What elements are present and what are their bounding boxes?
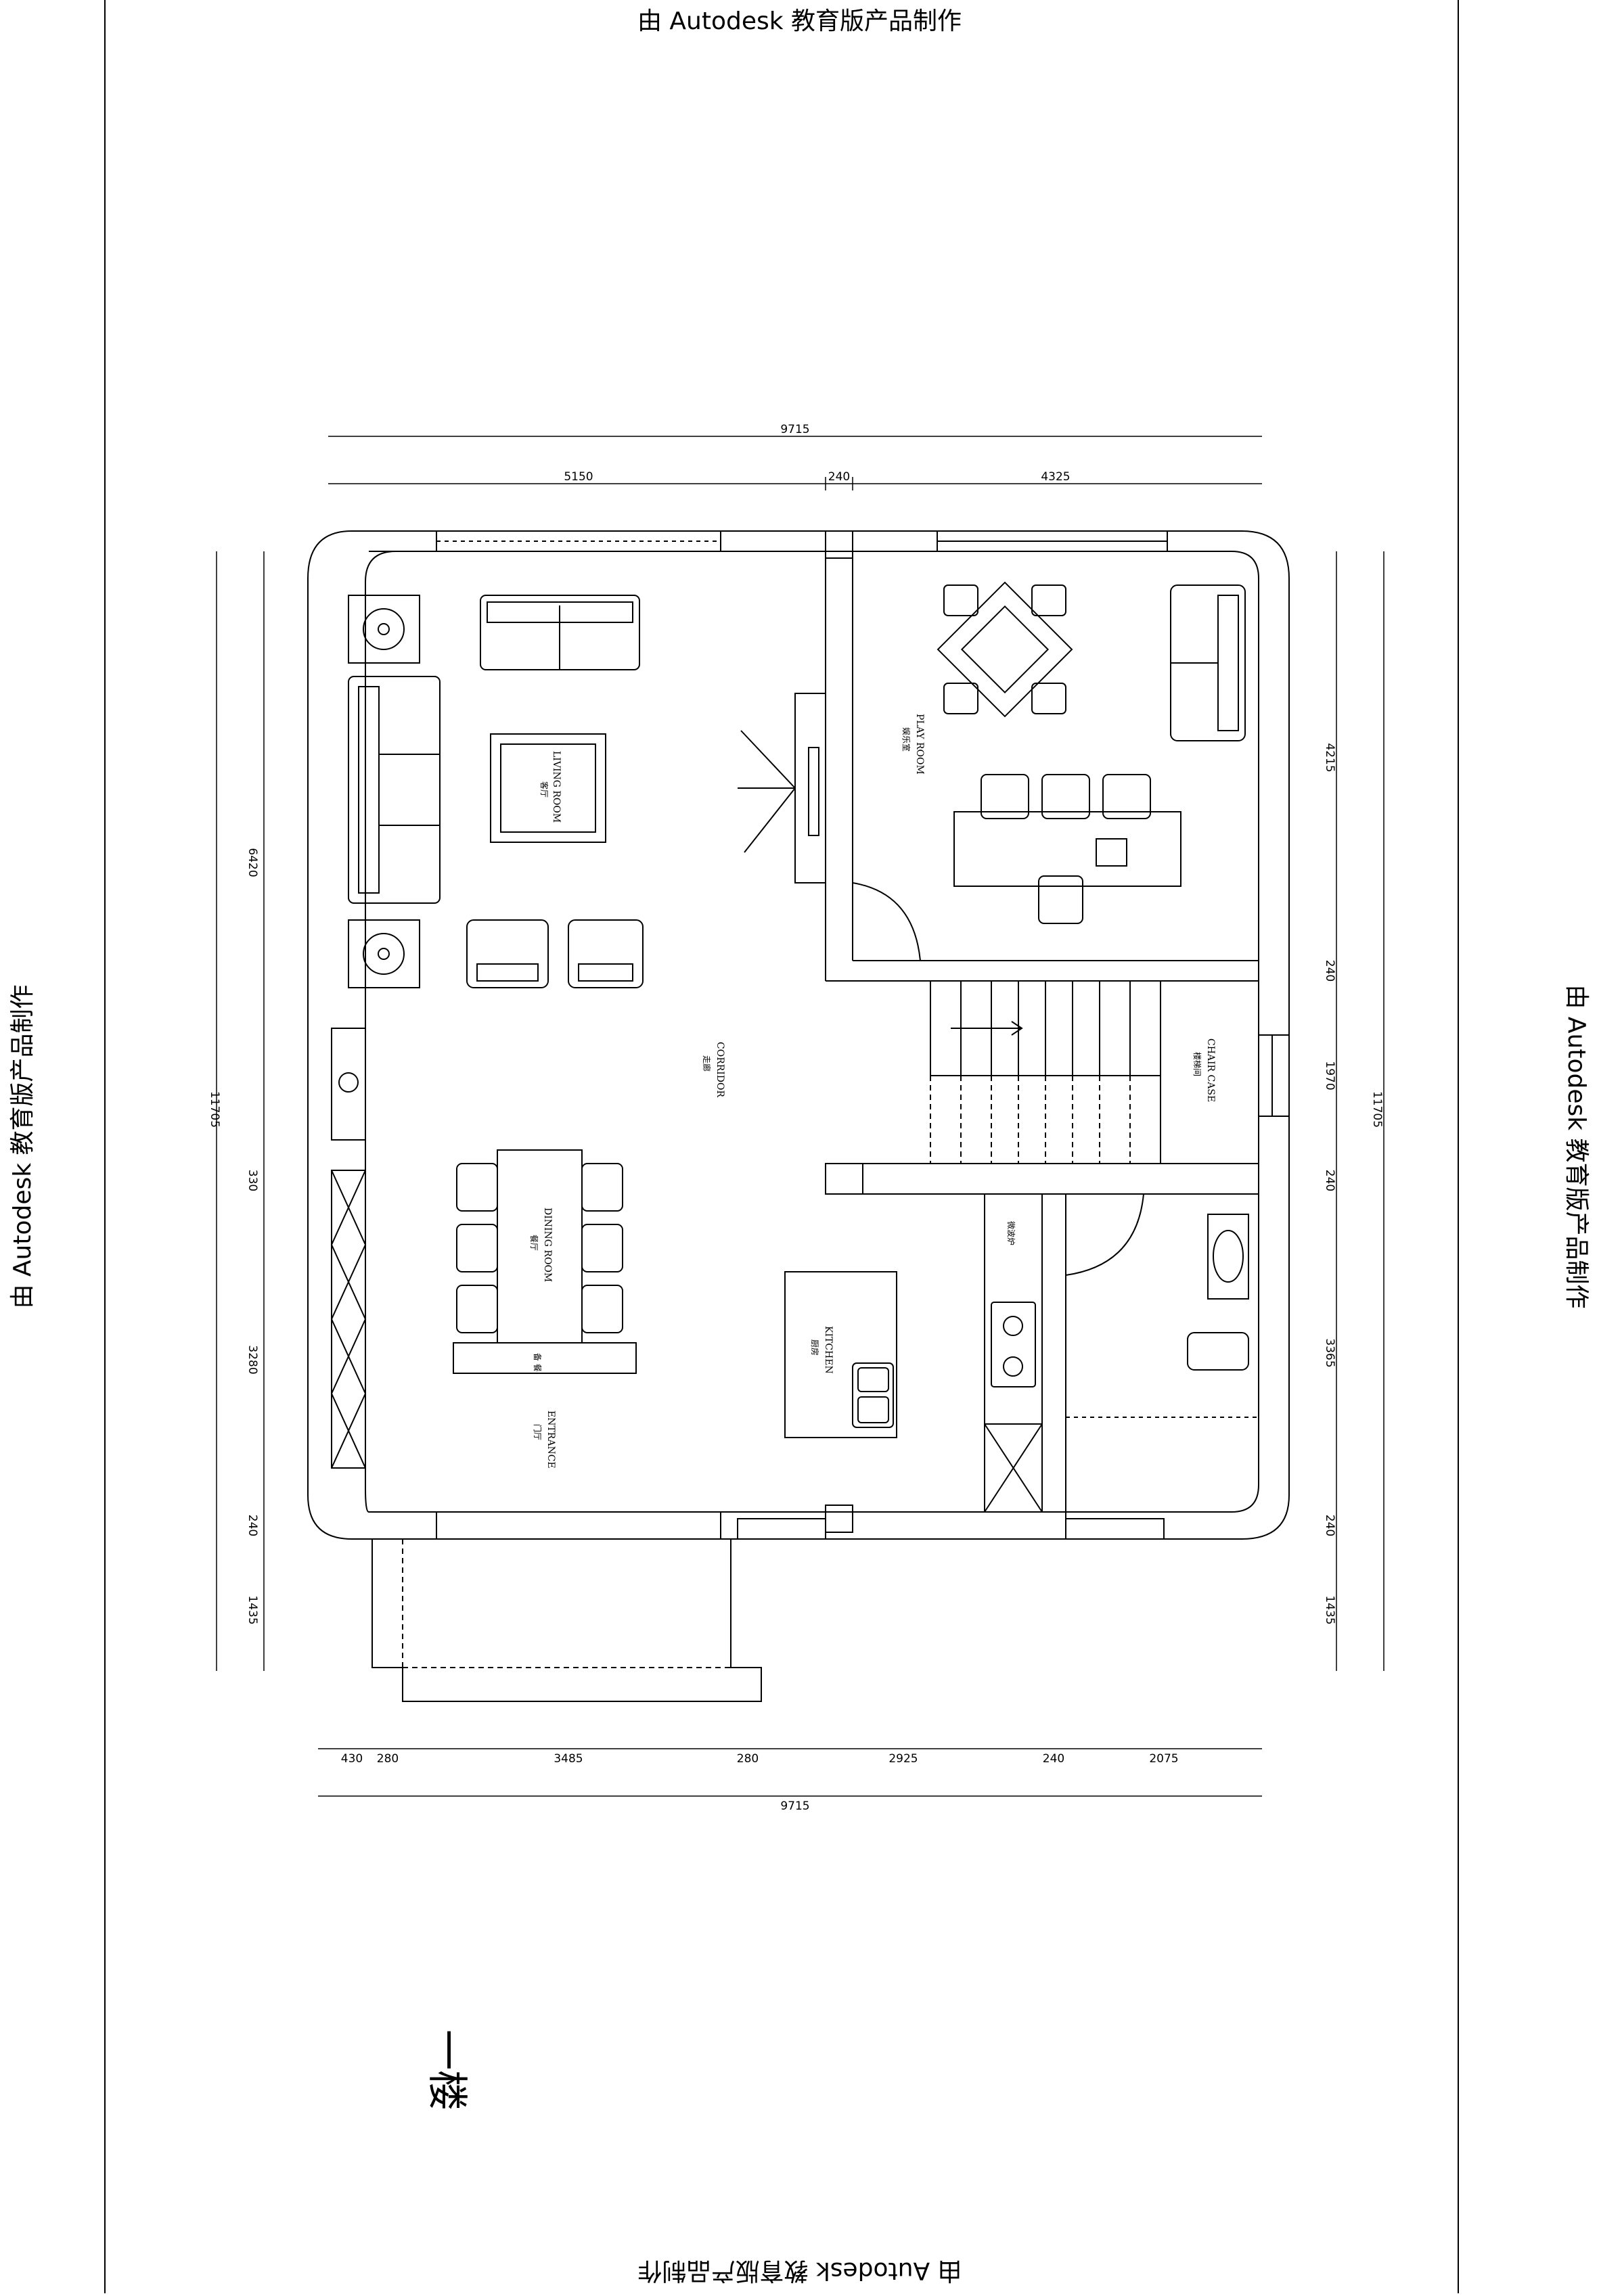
window-bottom-left bbox=[436, 1511, 721, 1540]
label-microwave: 微波炉 bbox=[1006, 1221, 1016, 1245]
kitchen-island bbox=[784, 1271, 897, 1438]
bar-stool bbox=[1038, 875, 1083, 924]
bar-stool bbox=[1041, 774, 1090, 819]
armchair-left bbox=[466, 919, 549, 988]
label-corridor-cn: 走廊 bbox=[702, 1055, 712, 1072]
dim-right-7: 1435 bbox=[1323, 1595, 1336, 1624]
appliance bbox=[1096, 838, 1127, 867]
armchair-right bbox=[568, 919, 644, 988]
side-table-top bbox=[348, 595, 420, 664]
washbasin bbox=[1207, 1214, 1249, 1300]
dim-top-total: 9715 bbox=[780, 423, 809, 436]
dim-bottom-3: 3485 bbox=[554, 1752, 583, 1766]
floor-label: 一楼 bbox=[423, 2029, 470, 2111]
kitchen-sink bbox=[852, 1362, 894, 1428]
dim-right-3: 1970 bbox=[1323, 1061, 1336, 1090]
dim-left-1: 6420 bbox=[246, 848, 259, 877]
dining-chair bbox=[581, 1285, 623, 1333]
entrance-porch bbox=[371, 1539, 762, 1702]
bar-stool bbox=[981, 774, 1029, 819]
dim-top-left: 5150 bbox=[564, 470, 593, 484]
inner-wall bbox=[365, 551, 1259, 1513]
dining-chair bbox=[456, 1285, 498, 1333]
watermark-top: 由 Autodesk 教育版产品制作 bbox=[637, 7, 962, 35]
outer-wall bbox=[307, 530, 1290, 1540]
dim-bottom-5: 2925 bbox=[888, 1752, 918, 1766]
door-bottom bbox=[737, 1518, 826, 1540]
dim-top-mid: 240 bbox=[828, 470, 850, 484]
watermark-right: 由 Autodesk 教育版产品制作 bbox=[1562, 984, 1591, 1309]
label-sideboard: 备 餐 bbox=[533, 1353, 543, 1372]
sofa-long bbox=[348, 676, 441, 904]
dim-bottom-total: 9715 bbox=[780, 1799, 809, 1813]
dim-right-4: 240 bbox=[1323, 1170, 1336, 1191]
dim-right-2: 240 bbox=[1323, 960, 1336, 982]
label-play-cn: 娱乐室 bbox=[901, 727, 911, 752]
coffee-table bbox=[490, 733, 606, 843]
shoe-cabinet bbox=[331, 1170, 366, 1469]
dim-bottom-2: 280 bbox=[377, 1752, 399, 1766]
label-stair-cn: 楼梯间 bbox=[1192, 1052, 1202, 1076]
watermark-left: 由 Autodesk 教育版产品制作 bbox=[8, 984, 37, 1309]
stove bbox=[991, 1302, 1036, 1387]
dining-chair bbox=[581, 1224, 623, 1272]
sideboard bbox=[453, 1342, 637, 1374]
dim-left-2: 330 bbox=[246, 1170, 259, 1191]
right-dims: 11705 4215 240 1970 240 3365 240 1435 bbox=[1323, 743, 1384, 1624]
window-bottom-right bbox=[1065, 1518, 1165, 1540]
dim-left-3: 3280 bbox=[246, 1345, 259, 1374]
decor-cabinet bbox=[331, 1028, 366, 1141]
dim-left-4: 240 bbox=[246, 1515, 259, 1536]
dim-right-5: 3365 bbox=[1323, 1338, 1336, 1367]
dim-bottom-4: 280 bbox=[737, 1752, 759, 1766]
column-bottom bbox=[825, 1505, 853, 1533]
dimension-lines bbox=[216, 436, 1384, 1797]
label-entrance-cn: 门厅 bbox=[533, 1424, 543, 1440]
label-entrance-en: ENTRANCE bbox=[545, 1410, 556, 1469]
bar-stool bbox=[1102, 774, 1151, 819]
label-living-cn: 客厅 bbox=[539, 781, 549, 798]
column-mid bbox=[825, 1163, 863, 1195]
label-stair-en: CHAIR CASE bbox=[1205, 1038, 1216, 1102]
dim-right-total: 11705 bbox=[1370, 1091, 1384, 1128]
dim-bottom-6: 240 bbox=[1043, 1752, 1064, 1766]
side-table-bottom bbox=[348, 919, 420, 988]
dining-chair bbox=[456, 1224, 498, 1272]
toilet bbox=[1187, 1332, 1249, 1371]
column-top bbox=[825, 530, 853, 559]
dim-left-5: 1435 bbox=[246, 1595, 259, 1624]
bathroom-door bbox=[1065, 1193, 1144, 1276]
label-living-en: LIVING ROOM bbox=[551, 751, 562, 823]
stair-steps bbox=[960, 981, 1131, 1164]
stair-arrow bbox=[951, 1021, 1023, 1036]
dim-bottom-1: 430 bbox=[341, 1752, 363, 1766]
dim-bottom-7: 2075 bbox=[1149, 1752, 1178, 1766]
dim-right-6: 240 bbox=[1323, 1515, 1336, 1536]
bar-counter bbox=[953, 811, 1181, 887]
dim-top-right: 4325 bbox=[1041, 470, 1070, 484]
window-right bbox=[1258, 1034, 1290, 1117]
label-play-en: PLAY ROOM bbox=[914, 714, 925, 775]
mahjong-table bbox=[937, 581, 1073, 718]
label-kitchen-cn: 厨房 bbox=[810, 1339, 820, 1356]
dining-chair bbox=[456, 1163, 498, 1212]
play-room-door bbox=[852, 882, 921, 961]
label-dining-en: DINING ROOM bbox=[542, 1208, 553, 1282]
label-kitchen-en: KITCHEN bbox=[823, 1326, 834, 1374]
tv-cabinet bbox=[794, 693, 826, 883]
dim-right-1: 4215 bbox=[1323, 743, 1336, 772]
watermark-bottom: 由 Autodesk 教育版产品制作 bbox=[637, 2257, 962, 2284]
dining-table bbox=[497, 1149, 583, 1344]
label-corridor-en: CORRIDOR bbox=[715, 1042, 725, 1098]
dim-left-total: 11705 bbox=[208, 1091, 221, 1128]
label-dining-cn: 餐厅 bbox=[529, 1235, 539, 1251]
left-dims: 11705 6420 330 3280 240 1435 bbox=[208, 848, 259, 1624]
dining-chair bbox=[581, 1163, 623, 1212]
